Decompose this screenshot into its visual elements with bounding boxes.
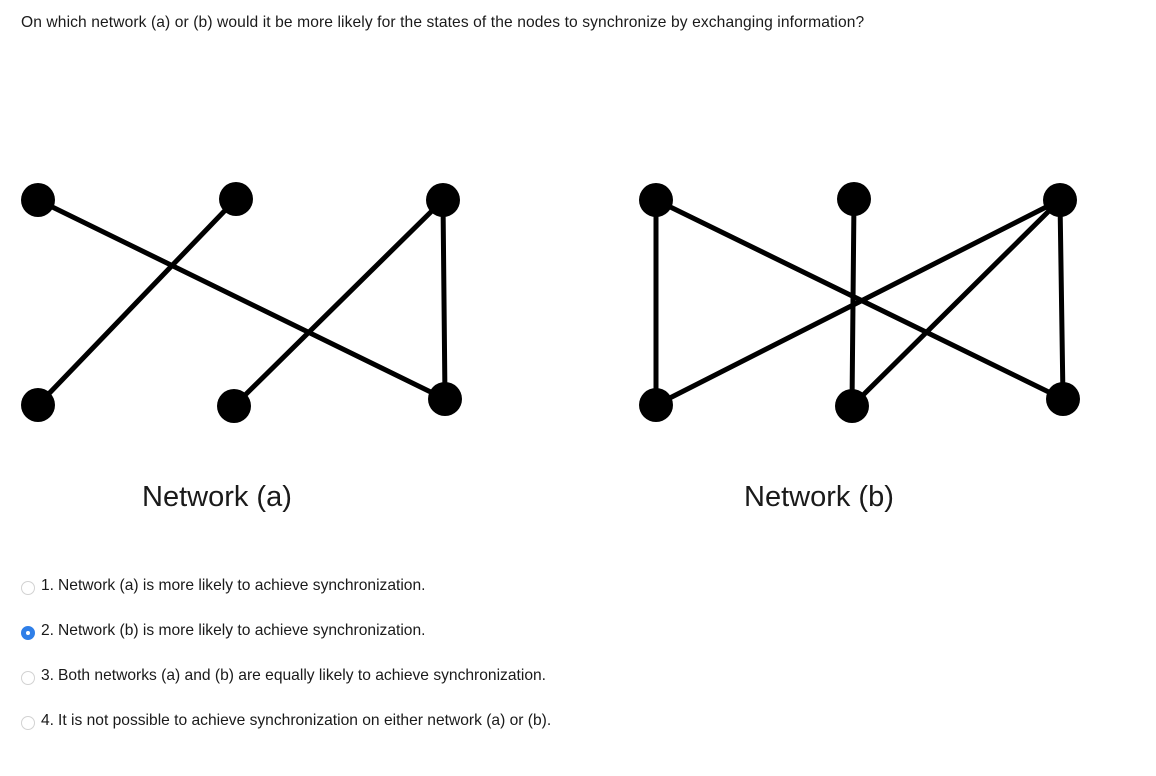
radio-selected-icon[interactable] <box>21 626 35 640</box>
network-node <box>639 388 673 422</box>
answer-option-label: Network (a) is more likely to achieve sy… <box>58 577 426 594</box>
network-node <box>219 182 253 216</box>
radio-unselected-icon[interactable] <box>21 671 35 685</box>
answer-option-3[interactable]: 3.Both networks (a) and (b) are equally … <box>21 668 1121 713</box>
network-node <box>1043 183 1077 217</box>
question-prompt: On which network (a) or (b) would it be … <box>21 14 865 31</box>
answer-option-label: Both networks (a) and (b) are equally li… <box>58 667 546 684</box>
answer-option-2[interactable]: 2.Network (b) is more likely to achieve … <box>21 623 1121 668</box>
network-node <box>428 382 462 416</box>
network-node <box>426 183 460 217</box>
answer-option-label: It is not possible to achieve synchroniz… <box>58 712 552 729</box>
radio-unselected-icon[interactable] <box>21 716 35 730</box>
network-edge <box>231 197 446 409</box>
network-figures: Network (a) Network (b) <box>0 85 1156 513</box>
network-node <box>217 389 251 423</box>
network-b-label: Network (b) <box>744 481 894 513</box>
answer-options: 1.Network (a) is more likely to achieve … <box>21 578 1121 758</box>
network-node <box>21 388 55 422</box>
answer-option-1[interactable]: 1.Network (a) is more likely to achieve … <box>21 578 1121 623</box>
network-edge <box>35 197 448 402</box>
network-node <box>21 183 55 217</box>
answer-option-number: 2. <box>41 622 55 639</box>
answer-option-number: 1. <box>41 577 55 594</box>
network-edge <box>440 197 448 402</box>
answer-option-number: 4. <box>41 712 55 729</box>
answer-option-label: Network (b) is more likely to achieve sy… <box>58 622 426 639</box>
network-a-diagram <box>21 182 462 423</box>
network-node <box>639 183 673 217</box>
network-b-diagram <box>639 182 1080 423</box>
answer-option-4[interactable]: 4.It is not possible to achieve synchron… <box>21 713 1121 758</box>
answer-option-number: 3. <box>41 667 55 684</box>
network-a-label: Network (a) <box>142 481 292 513</box>
network-edge <box>653 197 1063 408</box>
network-edge <box>849 197 1063 409</box>
network-edge <box>35 196 239 408</box>
network-edge <box>1057 197 1066 402</box>
radio-unselected-icon[interactable] <box>21 581 35 595</box>
network-node <box>1046 382 1080 416</box>
network-node <box>835 389 869 423</box>
network-node <box>837 182 871 216</box>
